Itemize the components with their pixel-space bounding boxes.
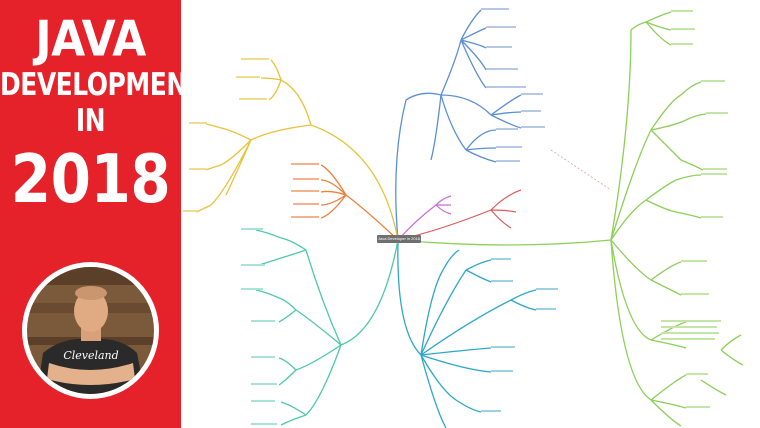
mindmap-center-node: Java Developer in 2018: [377, 235, 421, 243]
mindmap: [183, 8, 744, 428]
branch-java-language: [395, 9, 522, 241]
branch-frameworks-tools: [397, 11, 744, 427]
title-line-in: IN: [75, 102, 106, 139]
branch-devops: [397, 239, 537, 428]
node-labels: [183, 8, 728, 425]
title-line-java: JAVA: [35, 10, 146, 68]
title-line-development: DEVELOPMENT: [0, 66, 204, 103]
branch-jvm-languages: [397, 195, 452, 241]
presenter-photo: Cleveland: [22, 262, 159, 399]
shirt-text: Cleveland: [63, 349, 118, 362]
branch-web-development: [195, 59, 399, 241]
branch-persistence: [255, 229, 399, 426]
branch-mobile: [397, 189, 522, 241]
title-line-year: 2018: [10, 139, 171, 219]
title-panel: JAVA DEVELOPMENT IN 2018 Cleveland: [0, 0, 204, 428]
presenter-photo-image: Cleveland: [27, 267, 154, 394]
branch-java-frameworks: [320, 164, 399, 241]
